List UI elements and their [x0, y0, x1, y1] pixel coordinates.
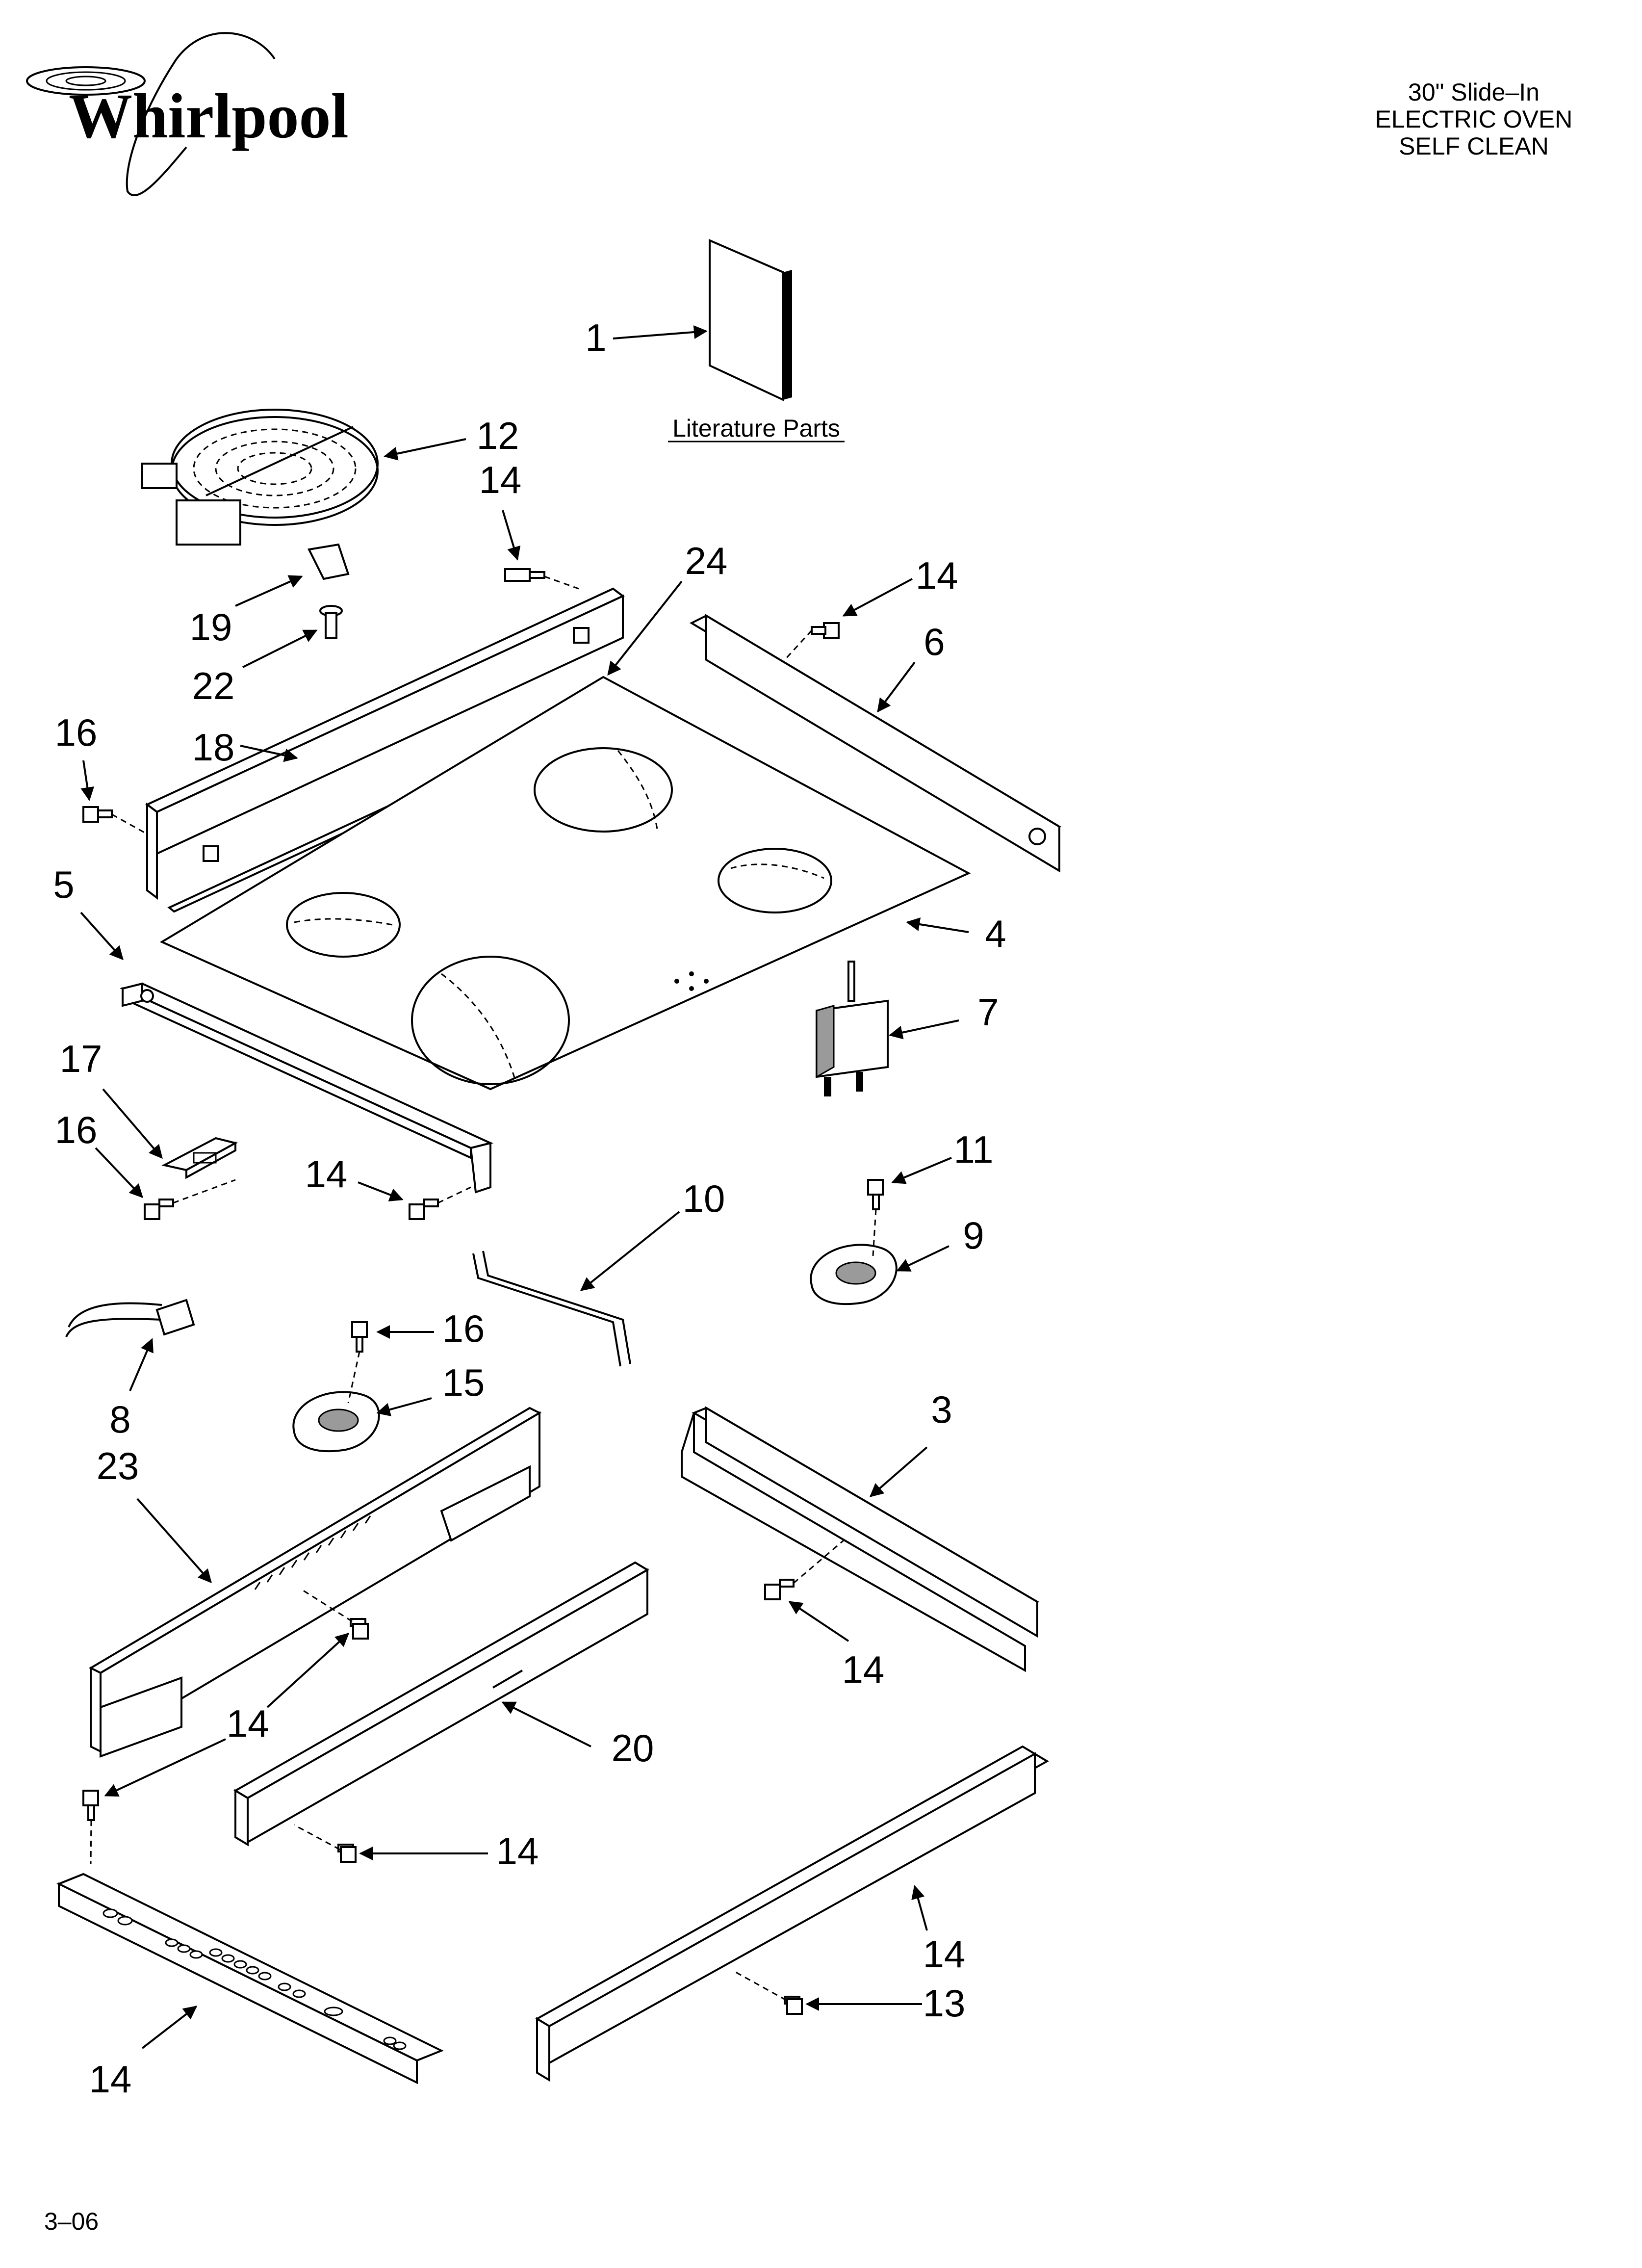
callout-24: 24 [685, 539, 728, 582]
bracket-17 [161, 1137, 238, 1179]
callout-15: 15 [442, 1361, 485, 1404]
side-trim-6 [689, 614, 1062, 873]
callout-19: 19 [190, 605, 232, 649]
callout-14: 14 [305, 1152, 348, 1196]
callout-8: 8 [109, 1398, 130, 1441]
header-line-3: SELF CLEAN [1399, 132, 1549, 160]
screw-16-left [82, 806, 113, 823]
header-line-2: ELECTRIC OVEN [1375, 105, 1573, 133]
callout-14: 14 [842, 1648, 885, 1691]
front-trim-5 [119, 982, 494, 1194]
screw-14-right [811, 622, 840, 639]
leader-arrows [80, 325, 969, 2049]
screw-14-front [409, 1199, 439, 1220]
screw-14-top [504, 568, 545, 582]
screws [82, 568, 884, 2015]
callout-14: 14 [916, 554, 958, 597]
callout-6: 6 [924, 620, 945, 663]
model-header: 30" Slide–In ELECTRIC OVEN SELF CLEAN [1375, 78, 1573, 160]
callout-20: 20 [612, 1726, 654, 1770]
callout-4: 4 [985, 912, 1006, 955]
callout-14: 13 [923, 1981, 966, 2025]
base-rail-13 [535, 1745, 1049, 2082]
screw-14-rail13 [784, 1996, 803, 2015]
screw-16-low [144, 1199, 174, 1220]
callout-10: 10 [683, 1177, 725, 1220]
side-panel-23 [88, 1407, 542, 1758]
screw-14-rail3 [764, 1579, 795, 1600]
radiant-element [141, 409, 379, 546]
callout-17: 17 [60, 1037, 103, 1080]
callout-5: 5 [53, 863, 74, 906]
callout-21: 14 [89, 2058, 132, 2101]
callout-14: 14 [479, 458, 522, 501]
screw-22 [319, 605, 343, 639]
front-panel-21 [56, 1873, 444, 2085]
callout-14: 14 [227, 1702, 269, 1745]
callout-3: 3 [931, 1388, 952, 1431]
callout-labels: 1 12 14 24 14 6 19 22 16 18 5 4 7 17 16 … [53, 316, 1006, 2101]
callout-22: 22 [192, 664, 235, 707]
callout-16: 16 [55, 1108, 98, 1151]
infinite-switch-7 [816, 961, 889, 1096]
rear-trim-18 [145, 587, 625, 900]
glass-cooktop [159, 676, 971, 1091]
wire-harness-8 [65, 1299, 195, 1337]
literature-label: Literature Parts [672, 415, 840, 442]
limiter-15 [292, 1391, 380, 1452]
screw-14-panel23 [350, 1618, 369, 1640]
center-rail-20 [233, 1561, 649, 1847]
page-code: 3–06 [44, 2208, 99, 2235]
side-rail-3 [681, 1406, 1040, 1672]
callout-13: 14 [923, 1932, 966, 1976]
callout-16: 16 [442, 1307, 485, 1350]
limiter-9 [810, 1244, 898, 1305]
callout-14: 14 [496, 1829, 539, 1873]
callout-9: 9 [963, 1214, 984, 1257]
whirlpool-logo: Whirlpool [26, 32, 349, 196]
callout-18: 18 [192, 726, 235, 769]
screw-16-mid [351, 1321, 368, 1353]
guide-lines [90, 575, 877, 2001]
callout-12: 12 [477, 414, 519, 457]
literature-parts: Literature Parts [668, 238, 845, 443]
screw-14-rail20 [337, 1844, 357, 1863]
screw-14-left-low [82, 1790, 99, 1821]
callout-7: 7 [977, 991, 999, 1034]
callout-23: 23 [97, 1444, 139, 1487]
header-line-1: 30" Slide–In [1408, 78, 1539, 106]
brand-name: Whirlpool [69, 81, 349, 152]
callout-1: 1 [585, 316, 606, 359]
callout-16: 16 [55, 711, 98, 754]
bracket-10 [472, 1251, 631, 1367]
clip-19 [308, 543, 350, 580]
screw-11 [867, 1179, 884, 1210]
callout-11: 11 [954, 1128, 994, 1171]
